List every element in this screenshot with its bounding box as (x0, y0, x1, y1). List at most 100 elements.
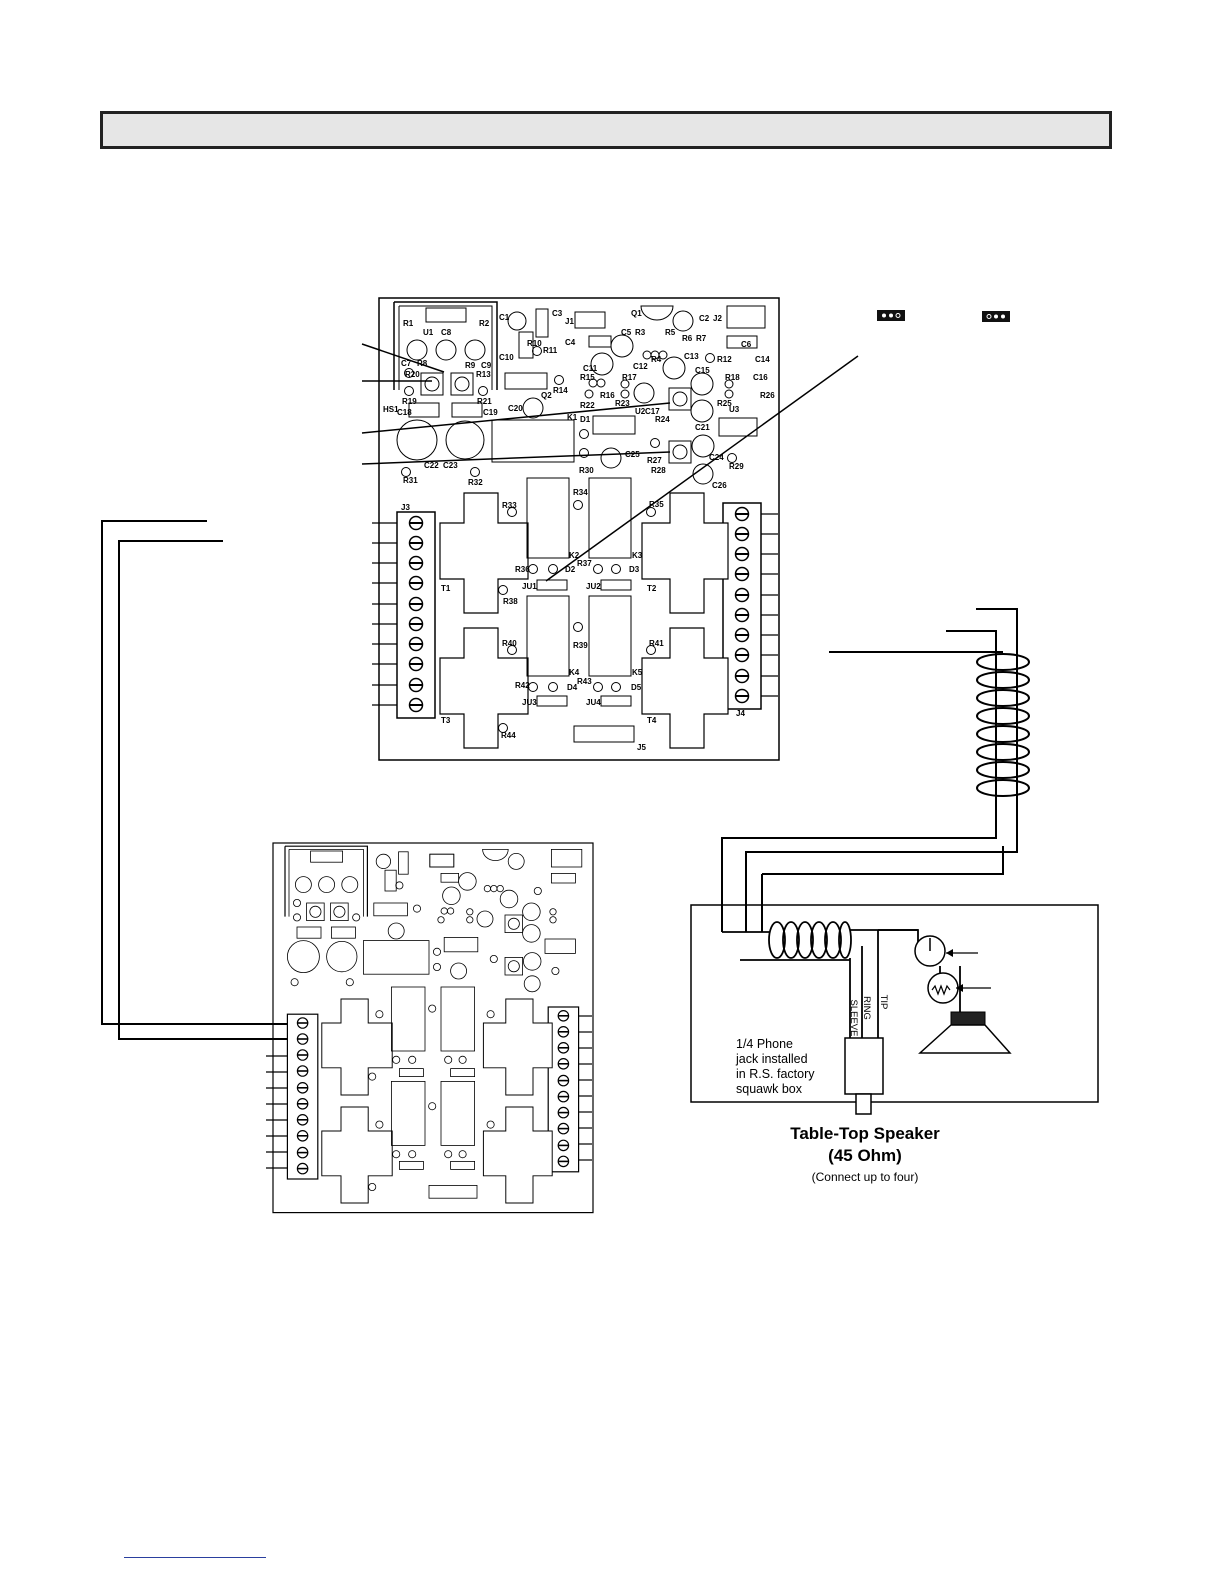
label-u3: U3 (729, 405, 740, 414)
label-j3: J3 (401, 503, 410, 512)
label-d2: D2 (565, 565, 576, 574)
speaker-caption-title: Table-Top Speaker (790, 1124, 940, 1143)
lower-j4-stubs (579, 1015, 592, 1161)
label-r17: R17 (622, 373, 637, 382)
speaker-caption-note: (Connect up to four) (811, 1170, 919, 1184)
label-d5: D5 (631, 683, 642, 692)
lower-j3-stubs (266, 1055, 288, 1169)
label-c8: C8 (441, 328, 452, 337)
footer-rule (124, 1557, 266, 1558)
label-c15: C15 (695, 366, 710, 375)
label-k2: K2 (569, 551, 580, 560)
label-r20: R20 (405, 370, 420, 379)
label-r12: R12 (717, 355, 732, 364)
label-q2: Q2 (541, 391, 552, 400)
label-ju4: JU4 (586, 698, 601, 707)
label-r29: R29 (729, 462, 744, 471)
label-k5: K5 (632, 668, 643, 677)
plug-label-tip: TIP (878, 995, 889, 1010)
label-r23: R23 (615, 399, 630, 408)
label-c22: C22 (424, 461, 439, 470)
label-c6: C6 (741, 340, 752, 349)
label-d3: D3 (629, 565, 640, 574)
label-r6: R6 (682, 334, 693, 343)
label-r21: R21 (477, 397, 492, 406)
label-c17: C17 (645, 407, 660, 416)
label-j4: J4 (736, 709, 745, 718)
label-c5: C5 (621, 328, 632, 337)
label-c11: C11 (583, 364, 598, 373)
label-u2: U2 (635, 407, 646, 416)
label-r25: R25 (717, 399, 732, 408)
label-r22: R22 (580, 401, 595, 410)
label-r7: R7 (696, 334, 707, 343)
label-c21: C21 (695, 423, 710, 432)
label-c23: C23 (443, 461, 458, 470)
label-r24: R24 (655, 415, 670, 424)
label-c18: C18 (397, 408, 412, 417)
label-c20: C20 (508, 404, 523, 413)
label-r30: R30 (579, 466, 594, 475)
label-r41: R41 (649, 639, 664, 648)
speaker-box: SLEEVE RING TIP (690, 904, 1099, 1115)
label-r35: R35 (649, 500, 664, 509)
label-c4: C4 (565, 338, 576, 347)
label-c1: C1 (499, 313, 510, 322)
label-k1: K1 (567, 413, 578, 422)
interboard-wires (101, 520, 288, 1040)
label-c19: C19 (483, 408, 498, 417)
label-hs1: HS1 (383, 405, 399, 414)
label-r40: R40 (502, 639, 517, 648)
label-c9: C9 (481, 361, 492, 370)
label-c13: C13 (684, 352, 699, 361)
label-c14: C14 (755, 355, 770, 364)
label-r43: R43 (577, 677, 592, 686)
header-band (100, 111, 1112, 149)
label-c16: C16 (753, 373, 768, 382)
label-r5: R5 (665, 328, 676, 337)
lower-circuit-board (272, 842, 594, 1214)
label-r28: R28 (651, 466, 666, 475)
plug-label-sleeve: SLEEVE (848, 1000, 859, 1037)
label-r37: R37 (577, 559, 592, 568)
label-c12: C12 (633, 362, 648, 371)
label-r33: R33 (502, 501, 517, 510)
label-r34: R34 (573, 488, 588, 497)
label-t2: T2 (647, 584, 657, 593)
jack-note: 1/4 Phone jack installed in R.S. factory… (736, 1037, 815, 1097)
label-r18: R18 (725, 373, 740, 382)
upper-circuit-board: R1 R2 U1 C8 C7 R8 R9 C9 R20 R13 R19 R21 … (378, 297, 780, 761)
label-r16: R16 (600, 391, 615, 400)
label-ju1: JU1 (522, 582, 537, 591)
label-c26: C26 (712, 481, 727, 490)
label-c25: C25 (625, 450, 640, 459)
coiled-cable (721, 608, 1030, 932)
label-r2: R2 (479, 319, 490, 328)
label-r9: R9 (465, 361, 476, 370)
label-u1: U1 (423, 328, 434, 337)
label-r26: R26 (760, 391, 775, 400)
label-r13: R13 (476, 370, 491, 379)
jack-note-line: squawk box (736, 1082, 803, 1096)
label-k3: K3 (632, 551, 643, 560)
upper-j4-stubs (761, 513, 778, 697)
jumper-legend (877, 310, 1010, 322)
label-j2: J2 (713, 314, 722, 323)
label-t1: T1 (441, 584, 451, 593)
label-q1: Q1 (631, 309, 642, 318)
jack-note-line: in R.S. factory (736, 1067, 815, 1081)
label-r31: R31 (403, 476, 418, 485)
label-r44: R44 (501, 731, 516, 740)
jack-note-line: 1/4 Phone (736, 1037, 793, 1051)
label-c7: C7 (401, 359, 412, 368)
label-r38: R38 (503, 597, 518, 606)
label-j5: J5 (637, 743, 646, 752)
label-r4: R4 (651, 355, 662, 364)
label-r27: R27 (647, 456, 662, 465)
label-r42: R42 (515, 681, 530, 690)
speaker-caption-subtitle: (45 Ohm) (828, 1146, 902, 1165)
plug-label-ring: RING (861, 996, 872, 1020)
label-r11: R11 (543, 346, 558, 355)
label-r8: R8 (417, 359, 428, 368)
